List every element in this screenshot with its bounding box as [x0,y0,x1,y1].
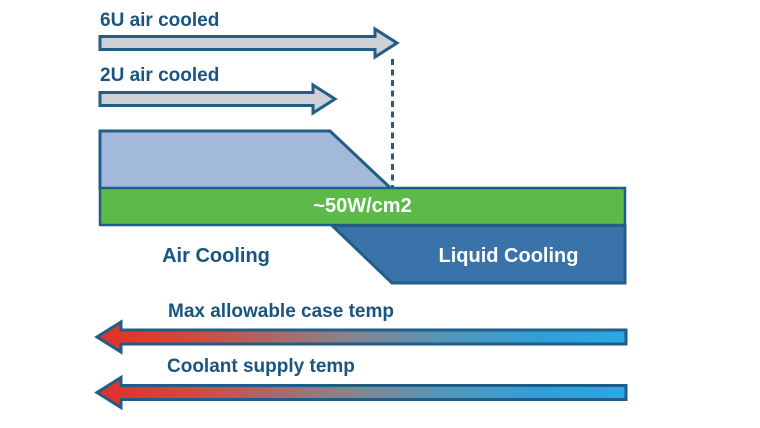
air-cooling-region-shape [98,129,395,190]
coolant-supply-temp-gradient-arrow [94,374,628,411]
air-cooling-label: Air Cooling [162,245,270,267]
max-case-temp-gradient-arrow [94,319,628,355]
power-density-label: ~50W/cm2 [313,195,412,217]
liquid-cooling-region-shape [328,224,627,285]
coolant-supply-temp-label: Coolant supply temp [167,356,355,377]
max-case-temp-label: Max allowable case temp [168,301,394,322]
two-u-air-cooled-label: 2U air cooled [100,65,220,86]
power-density-band [98,186,627,227]
six-u-air-cooled-arrow [98,26,400,60]
liquid-cooling-label: Liquid Cooling [438,245,579,267]
two-u-air-cooled-arrow [98,82,338,116]
six-u-air-cooled-label: 6U air cooled [100,10,220,31]
